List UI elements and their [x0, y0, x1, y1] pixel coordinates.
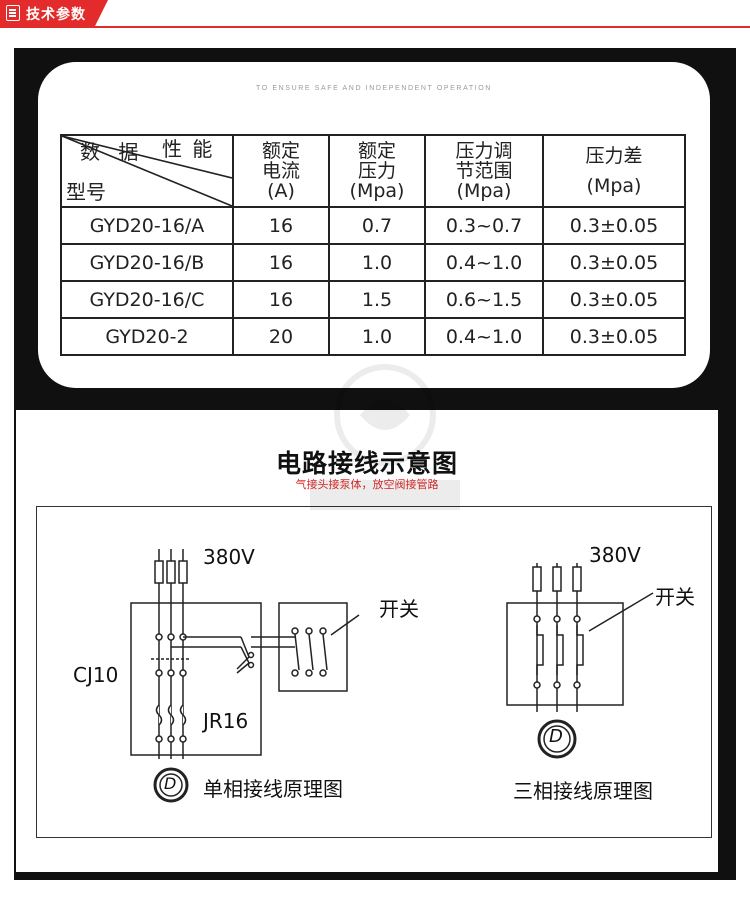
table-row: GYD20-2 20 1.0 0.4~1.0 0.3±0.05	[60, 317, 686, 356]
cell-range: 0.3~0.7	[424, 206, 544, 245]
spec-table-card: TO ENSURE SAFE AND INDEPENDENT OPERATION…	[38, 62, 710, 388]
single-caption: 单相接线原理图	[203, 777, 343, 801]
cell-pressure: 1.0	[328, 243, 426, 282]
cell-diff: 0.3±0.05	[542, 317, 686, 356]
cell-model: GYD20-16/B	[60, 243, 234, 282]
cell-diff: 0.3±0.05	[542, 206, 686, 245]
three-phase-circuit	[506, 563, 654, 759]
single-switch-label: 开关	[379, 597, 419, 621]
table-header-row: 性 能 数 据 型号 额定 电流 (A) 额定 压力 (Mpa) 压力调 节范围…	[60, 134, 686, 208]
three-voltage-label: 380V	[589, 543, 641, 567]
cell-current: 16	[232, 243, 330, 282]
contactor-label: CJ10	[73, 663, 119, 687]
single-phase-circuit	[130, 549, 360, 803]
cell-current: 16	[232, 280, 330, 319]
wiring-diagram-card: 电路接线示意图 气接头接泵体，放空阀接管路	[16, 410, 718, 872]
header-pressure-diff: 压力差 (Mpa)	[542, 134, 686, 208]
relay-label: JR16	[203, 709, 249, 733]
corner-cell: 性 能 数 据 型号	[60, 134, 234, 208]
header-tab	[0, 0, 108, 26]
three-caption: 三相接线原理图	[513, 779, 653, 803]
three-motor-label: D	[549, 726, 563, 747]
wiring-schematic	[130, 549, 654, 803]
corner-label-data: 数 据	[80, 140, 145, 164]
corner-label-performance: 性 能	[162, 137, 215, 161]
header-pressure-range: 压力调 节范围 (Mpa)	[424, 134, 544, 208]
cell-model: GYD20-16/C	[60, 280, 234, 319]
corner-label-model: 型号	[66, 180, 106, 204]
cell-pressure: 1.0	[328, 317, 426, 356]
table-row: GYD20-16/C 16 1.5 0.6~1.5 0.3±0.05	[60, 280, 686, 319]
diagram-title: 电路接线示意图	[275, 449, 458, 478]
table-row: GYD20-16/A 16 0.7 0.3~0.7 0.3±0.05	[60, 206, 686, 245]
header-rated-pressure: 额定 压力 (Mpa)	[328, 134, 426, 208]
spec-table: 性 能 数 据 型号 额定 电流 (A) 额定 压力 (Mpa) 压力调 节范围…	[60, 134, 686, 356]
cell-current: 20	[232, 317, 330, 356]
cell-diff: 0.3±0.05	[542, 280, 686, 319]
cell-model: GYD20-2	[60, 317, 234, 356]
header-title: 技术参数	[26, 7, 86, 23]
corner-diagonals	[62, 136, 232, 206]
cell-pressure: 0.7	[328, 206, 426, 245]
single-voltage-label: 380V	[203, 545, 255, 569]
cell-model: GYD20-16/A	[60, 206, 234, 245]
header-rated-current: 额定 电流 (A)	[232, 134, 330, 208]
tagline: TO ENSURE SAFE AND INDEPENDENT OPERATION	[256, 85, 492, 92]
section-header: 技术参数	[0, 0, 750, 30]
header-rule	[0, 26, 750, 28]
cell-current: 16	[232, 206, 330, 245]
cell-pressure: 1.5	[328, 280, 426, 319]
document-icon	[6, 5, 20, 21]
cell-range: 0.6~1.5	[424, 280, 544, 319]
diagram-frame: 380V 开关 CJ10 JR16 D 单相接线原理图 380V 开关 D 三相…	[36, 506, 712, 838]
table-row: GYD20-16/B 16 1.0 0.4~1.0 0.3±0.05	[60, 243, 686, 282]
cell-range: 0.4~1.0	[424, 243, 544, 282]
cell-range: 0.4~1.0	[424, 317, 544, 356]
cell-diff: 0.3±0.05	[542, 243, 686, 282]
diagram-subtitle: 气接头接泵体，放空阀接管路	[295, 478, 439, 491]
three-switch-label: 开关	[655, 585, 695, 609]
single-motor-label: D	[164, 774, 177, 793]
